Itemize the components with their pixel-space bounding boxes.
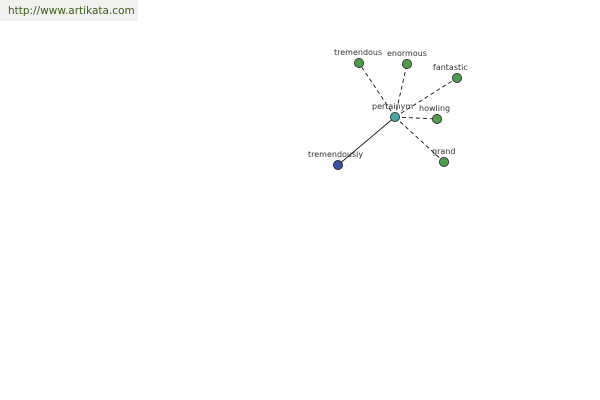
- node-enormous[interactable]: [401, 59, 412, 70]
- edge-fantastic: [394, 77, 458, 118]
- node-label-howling[interactable]: howling: [419, 104, 450, 113]
- edge-tremendous: [358, 62, 396, 118]
- node-label-fantastic[interactable]: fantastic: [433, 63, 468, 72]
- node-label-tremendous[interactable]: tremendous: [334, 48, 382, 57]
- node-fantastic[interactable]: [451, 73, 462, 84]
- edge-howling: [394, 116, 438, 120]
- node-label-enormous[interactable]: enormous: [387, 49, 427, 58]
- node-tremendous[interactable]: [353, 58, 364, 69]
- graph-edges: [337, 62, 458, 166]
- node-howling[interactable]: [431, 114, 442, 125]
- node-tremendously[interactable]: [332, 159, 343, 170]
- graph-nodes: tremendous enormous fantastic howling grand t…: [308, 48, 468, 170]
- node-label-pertainym: pertainym: [372, 102, 413, 111]
- node-label-grand[interactable]: grand: [432, 147, 455, 156]
- edge-tremendously: [337, 116, 396, 166]
- edge-enormous: [394, 63, 408, 118]
- node-pertainym: [389, 112, 400, 123]
- node-grand[interactable]: [438, 156, 449, 167]
- site-url-link[interactable]: http://www.artikata.com: [0, 0, 138, 21]
- node-label-tremendously[interactable]: tremendously: [308, 150, 363, 159]
